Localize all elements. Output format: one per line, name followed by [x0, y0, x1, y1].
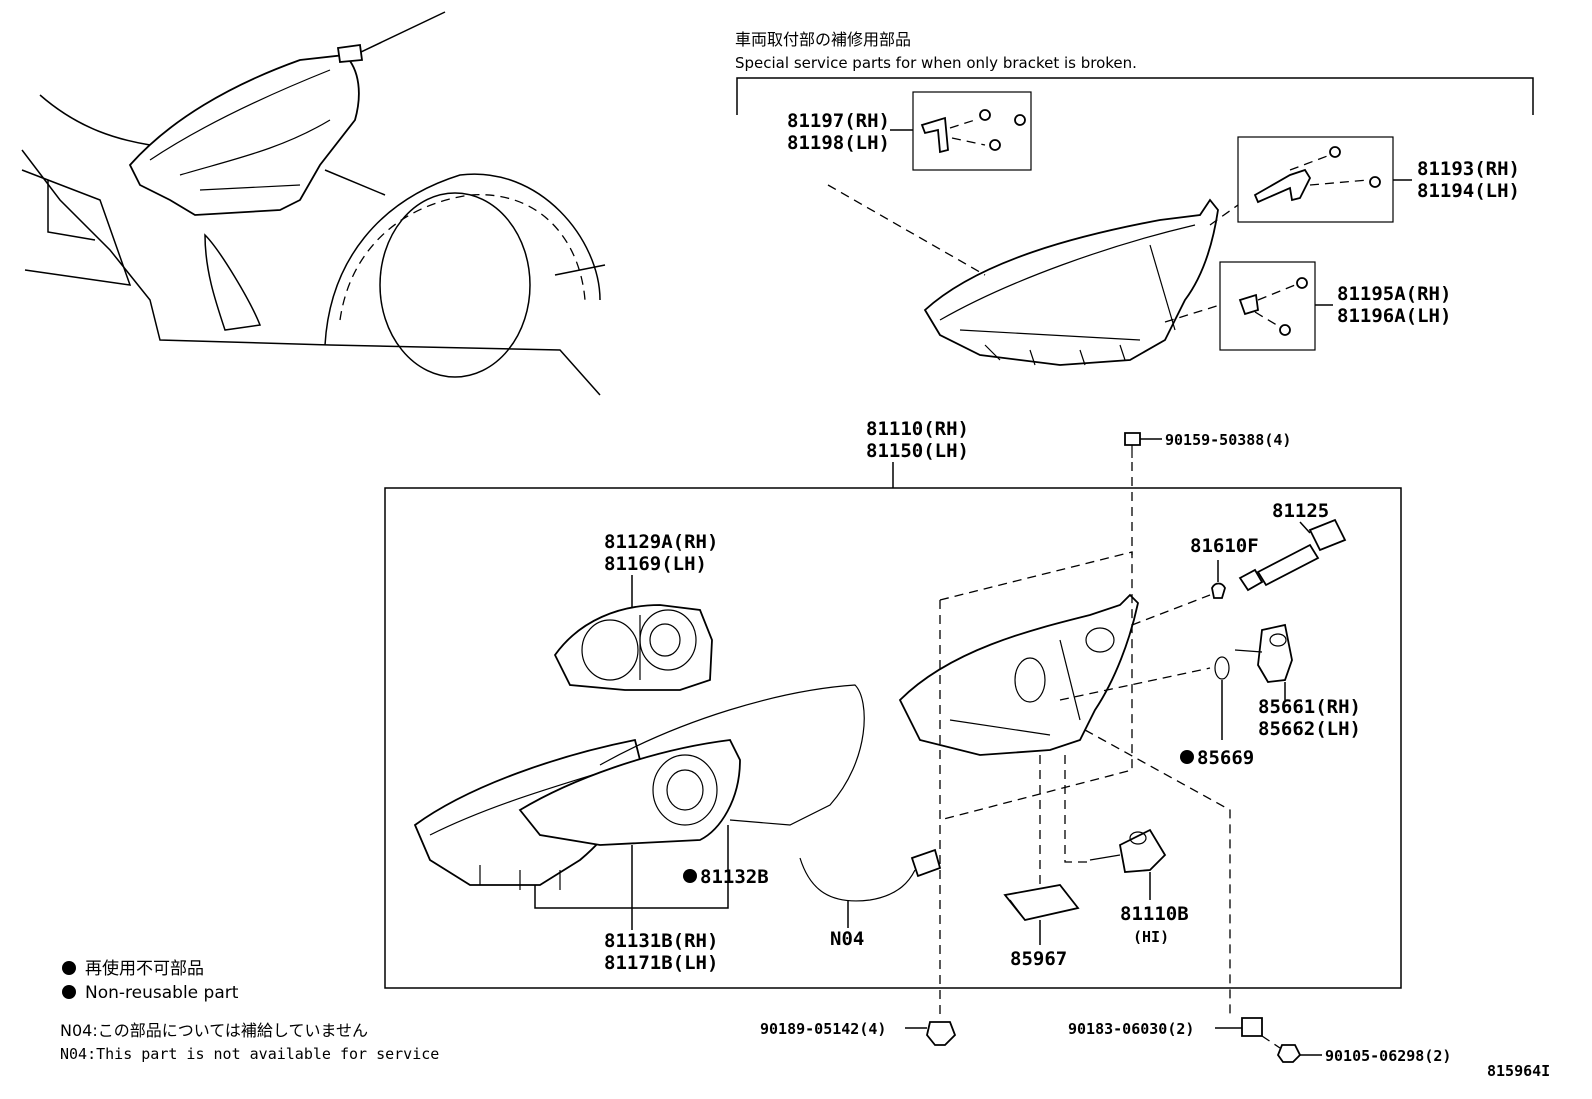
gasket-81132b — [599, 684, 865, 826]
bulb-81610f — [1211, 582, 1226, 599]
lens-81131b — [413, 738, 741, 890]
part-81110b-hi: (HI) — [1133, 928, 1169, 946]
upper-headlamp-housing — [923, 198, 1219, 366]
part-81196a-lh: 81196A(LH) — [1337, 305, 1451, 327]
box-81193-81194 — [1209, 136, 1412, 226]
ecu-85967 — [1003, 884, 1080, 922]
part-81129a-rh: 81129A(RH) — [604, 531, 718, 553]
figure-id: 815964I — [1487, 1062, 1550, 1080]
leveling-motor-85661 — [1234, 623, 1293, 683]
part-81194-lh: 81194(LH) — [1417, 180, 1520, 202]
part-81195a-rh: 81195A(RH) — [1337, 283, 1451, 305]
part-85967: 85967 — [1010, 948, 1067, 970]
part-81132b: 81132B — [700, 866, 769, 888]
part-90105: 90105-06298(2) — [1325, 1047, 1451, 1065]
bolt-90105 — [1276, 1044, 1302, 1063]
part-81125: 81125 — [1272, 500, 1329, 522]
o-ring-85669 — [1214, 656, 1230, 680]
footnote-en: N04:This part is not available for servi… — [60, 1045, 439, 1063]
part-81198-lh: 81198(LH) — [787, 132, 890, 154]
part-81150-lh: 81150(LH) — [866, 440, 969, 462]
part-90159: 90159-50388(4) — [1165, 431, 1291, 449]
headlamp-assembly-box — [384, 487, 1402, 989]
part-90183: 90183-06030(2) — [1068, 1020, 1194, 1038]
non-reusable-dot-81132b — [683, 869, 697, 883]
part-81169-lh: 81169(LH) — [604, 553, 707, 575]
legend-dot-en — [62, 985, 76, 999]
clip-90183 — [1241, 1017, 1263, 1037]
part-85662-lh: 85662(LH) — [1258, 718, 1361, 740]
part-n04: N04 — [830, 928, 864, 950]
part-81110-rh: 81110(RH) — [866, 418, 969, 440]
bulb-socket-81125 — [1238, 518, 1347, 592]
box-81197-81198 — [827, 91, 1032, 276]
legend-en: Non-reusable part — [85, 983, 239, 1003]
bracket-service-note: 車両取付部の補修用部品 Special service parts for wh… — [735, 30, 1534, 115]
footnote-jp: N04:この部品については補給していません — [60, 1021, 368, 1040]
headlamp-housing — [898, 593, 1139, 756]
bracket-note-jp: 車両取付部の補修用部品 — [735, 30, 911, 49]
bulb-81110b — [1089, 828, 1167, 873]
part-81110b: 81110B — [1120, 903, 1189, 925]
legend-jp: 再使用不可部品 — [85, 958, 204, 979]
clip-90189 — [926, 1021, 957, 1046]
part-81171b-lh: 81171B(LH) — [604, 952, 718, 974]
non-reusable-dot-85669 — [1180, 750, 1194, 764]
part-90189: 90189-05142(4) — [760, 1020, 886, 1038]
screw-90159 — [1124, 432, 1162, 555]
box-81195a-81196a — [1164, 261, 1333, 351]
part-85661-rh: 85661(RH) — [1258, 696, 1361, 718]
part-81610f: 81610F — [1190, 535, 1259, 557]
legend: 再使用不可部品 Non-reusable part — [62, 958, 239, 1003]
legend-dot-jp — [62, 961, 76, 975]
part-81197-rh: 81197(RH) — [787, 110, 890, 132]
bracket-note-en: Special service parts for when only brac… — [735, 54, 1137, 72]
part-81131b-rh: 81131B(RH) — [604, 930, 718, 952]
reflector-81129a — [553, 604, 713, 691]
part-85669: 85669 — [1197, 747, 1254, 769]
vehicle-front-illustration — [21, 11, 606, 396]
part-81193-rh: 81193(RH) — [1417, 158, 1520, 180]
harness-n04 — [799, 848, 942, 902]
